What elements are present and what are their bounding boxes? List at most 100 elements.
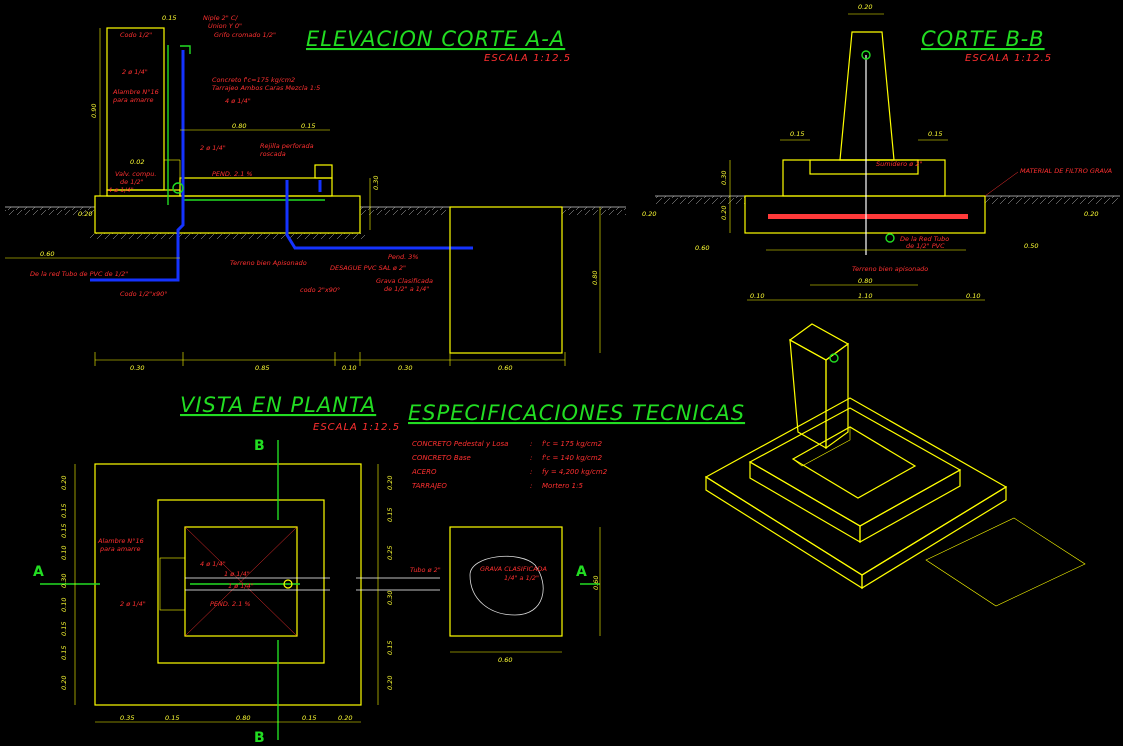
note-fierro4: 2 ø 1/4" xyxy=(120,600,146,608)
elevacion-notes: Codo 1/2" Niple 2" C/ Union Y 0" Grifo c… xyxy=(30,14,433,298)
valve-icon xyxy=(172,182,184,194)
plan-right-dims: 0.20 0.15 0.25 0.30 0.15 0.20 xyxy=(386,476,394,690)
elevacion-title: ELEVACION CORTE A-A xyxy=(306,27,565,51)
spec-item: CONCRETO Base xyxy=(412,454,471,462)
note-grava: GRAVA CLASIFICADA xyxy=(480,565,547,573)
elevacion-scale: ESCALA 1:12.5 xyxy=(484,53,571,64)
isometric-view xyxy=(704,323,1086,607)
note-alambre: Alambre N°16 xyxy=(112,88,159,96)
dim-02: 0.02 xyxy=(130,158,144,166)
dim-label: 0.30 xyxy=(60,574,68,588)
dim-pit-h-label: 0.60 xyxy=(498,656,512,664)
spec-sep: : xyxy=(530,482,532,490)
dim-60: 0.60 xyxy=(695,244,709,252)
spec-value: fy = 4,200 kg/cm2 xyxy=(542,468,608,476)
dim-label: 0.15 xyxy=(302,714,316,722)
section-a-marker-left: A xyxy=(33,564,44,580)
corte-bb: CORTE B-B ESCALA 1:12.5 0.20 0.15 0.15 0… xyxy=(642,3,1120,301)
dim-left: 0.60 xyxy=(40,250,54,258)
note-tarrajeo: Tarrajeo Ambos Caras Mezcla 1:5 xyxy=(212,84,320,92)
spec-sep: : xyxy=(530,454,532,462)
dim-80: 0.80 xyxy=(232,122,246,130)
dim-90: 0.90 xyxy=(90,104,98,118)
note-fierro1: 4 ø 1/4" xyxy=(200,560,226,568)
note-pend3: Pend. 3% xyxy=(388,253,419,261)
section-b-marker-top: B xyxy=(254,438,265,454)
dim-15: 0.15 xyxy=(301,122,315,130)
note-material: MATERIAL DE FILTRO GRAVA xyxy=(1020,167,1112,175)
filter-layer xyxy=(768,214,968,219)
note-valv: Valv. compu. xyxy=(115,170,156,178)
dim-label: 0.20 xyxy=(386,476,394,490)
ground-hatch-2 xyxy=(360,207,448,215)
dim-label: 0.25 xyxy=(386,546,394,560)
section-b-marker-bottom: B xyxy=(254,730,265,746)
spec-item: TARRAJEO xyxy=(412,482,447,490)
spec-value: f'c = 140 kg/cm2 xyxy=(542,454,603,462)
iso-base-top xyxy=(704,397,1008,576)
dim-label: 0.60 xyxy=(498,364,512,372)
dim-bm: 1.10 xyxy=(858,292,872,300)
note-terreno-bb: Terreno bien apisonado xyxy=(852,265,928,273)
note-union: Union Y 0" xyxy=(208,22,242,30)
vista-en-planta: VISTA EN PLANTA ESCALA 1:12.5 B B A A xyxy=(33,393,601,746)
gravel-pit xyxy=(449,206,563,354)
note-pend: PEND. 2.1 % xyxy=(212,170,253,178)
dim-label: 0.20 xyxy=(338,714,352,722)
dim-label: 0.20 xyxy=(60,476,68,490)
dim-20a: 0.20 xyxy=(78,210,92,218)
spec-row: CONCRETO Base : f'c = 140 kg/cm2 xyxy=(412,454,603,462)
note-alambre2: para amarre xyxy=(99,545,140,553)
elevacion-bottom-dims: 0.30 0.85 0.10 0.30 0.60 xyxy=(130,364,512,372)
dim-label: 0.35 xyxy=(120,714,134,722)
drain-pipe xyxy=(285,180,473,250)
dim-label: 0.15 xyxy=(60,646,68,660)
note-grava2: de 1/2" a 1/4" xyxy=(384,285,429,293)
note-rejilla2: roscada xyxy=(260,150,286,158)
dim-v20: 0.20 xyxy=(720,206,728,220)
note-fierro2: 1 ø 1/4" xyxy=(224,570,250,578)
plan-gravel-pit xyxy=(449,526,563,637)
dim-20l: 0.20 xyxy=(642,210,656,218)
note-fierro4b: 4 ø 1/4" xyxy=(108,186,134,194)
pedestal xyxy=(106,27,165,191)
plan-basin-outer xyxy=(157,499,325,664)
plan-pedestal xyxy=(159,557,186,611)
note-red: De la Red Tubo xyxy=(900,235,949,243)
spec-value: f'c = 175 kg/cm2 xyxy=(542,440,603,448)
dim-top: 0.20 xyxy=(858,3,872,11)
supply-pipe xyxy=(90,50,185,282)
dim-label: 0.15 xyxy=(386,641,394,655)
dim-label: 0.10 xyxy=(60,546,68,560)
note-alambre: Alambre N°16 xyxy=(97,537,144,545)
dim-20r: 0.20 xyxy=(1084,210,1098,218)
plan-left-dims: 0.20 0.15 0.15 0.10 0.30 0.10 0.15 0.15 … xyxy=(60,476,68,690)
dim-bl: 0.10 xyxy=(750,292,764,300)
corte-title: CORTE B-B xyxy=(921,27,1045,51)
ground-hatch-3 xyxy=(562,207,626,215)
note-codo: Codo 1/2" xyxy=(120,31,152,39)
base-slab xyxy=(94,195,361,234)
spec-sep: : xyxy=(530,440,532,448)
iso-pedestal-top xyxy=(788,323,850,361)
spec-item: ACERO xyxy=(411,468,437,476)
note-niple: Niple 2" C/ xyxy=(203,14,238,22)
dim-15l: 0.15 xyxy=(790,130,804,138)
dim-50: 0.50 xyxy=(1024,242,1038,250)
note-red2: de 1/2" PVC xyxy=(906,242,945,250)
basin-slab xyxy=(179,177,333,197)
note-fierro2b: 2 ø 1/4" xyxy=(200,144,226,152)
especificaciones-tecnicas: ESPECIFICACIONES TECNICAS CONCRETO Pedes… xyxy=(408,401,745,490)
faucet xyxy=(180,45,191,54)
iso-gravel-pit xyxy=(925,517,1086,607)
spec-row: TARRAJEO : Mortero 1:5 xyxy=(412,482,583,490)
note-concreto: Concreto f'c=175 kg/cm2 xyxy=(212,76,295,84)
note-codo2: codo 2"x90° xyxy=(300,286,340,294)
spec-sep: : xyxy=(530,468,532,476)
pedestal-bb xyxy=(839,31,895,161)
specs-title: ESPECIFICACIONES TECNICAS xyxy=(408,401,745,425)
note-sumidero: Sumidero ø 2" xyxy=(876,160,922,168)
dim-80: 0.80 xyxy=(858,277,872,285)
note-desague: DESAGUE PVC SAL ø 2" xyxy=(330,264,406,272)
